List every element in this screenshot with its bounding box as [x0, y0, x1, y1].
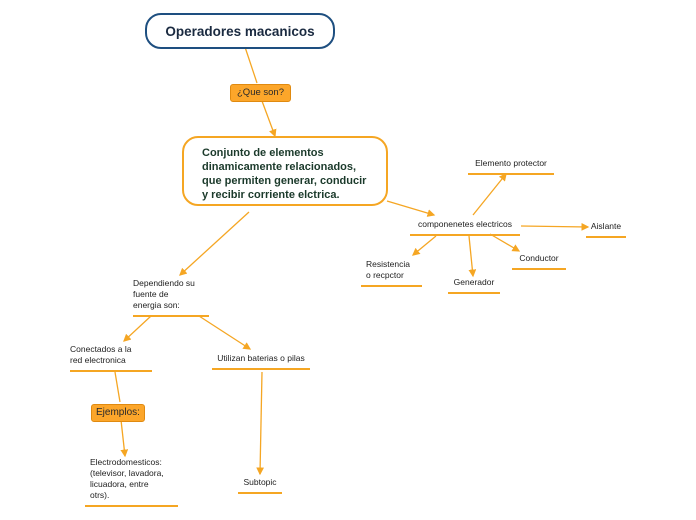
- line-componentes-to-conductor: [489, 233, 521, 252]
- line-quesson-to-main: [261, 100, 277, 138]
- topic-generador[interactable]: Generador: [448, 277, 500, 294]
- main-definition-box[interactable]: Conjunto de elementos dinamicamente rela…: [182, 136, 388, 206]
- line-conectados-to-ejemplos: [114, 371, 121, 403]
- topic-componentes[interactable]: componenetes electricos: [410, 219, 520, 236]
- line-main-to-dependiendo: [179, 211, 250, 276]
- topic-electrodomesticos[interactable]: Electrodomesticos: (televisor, lavadora,…: [85, 457, 178, 507]
- topic-conectados[interactable]: Conectados a la red electronica: [70, 344, 152, 372]
- root-title: Operadores macanicos: [165, 23, 315, 39]
- line-dependiendo-to-baterias: [198, 315, 252, 350]
- topic-resistencia[interactable]: Resistencia o recpctor: [361, 259, 422, 287]
- topic-aislante[interactable]: Aislante: [586, 221, 626, 238]
- topic-conductor[interactable]: Conductor: [512, 253, 566, 270]
- root-topic[interactable]: Operadores macanicos: [145, 13, 335, 49]
- line-root-to-quesson: [244, 46, 258, 84]
- line-componentes-to-aislante: [520, 223, 590, 231]
- line-componentes-to-protector: [472, 172, 507, 216]
- topic-elemento-protector[interactable]: Elemento protector: [468, 158, 554, 175]
- ejemplos-label[interactable]: Ejemplos:: [91, 404, 145, 422]
- line-dependiendo-to-conectados: [123, 315, 152, 342]
- line-baterias-to-subtopic: [256, 371, 265, 476]
- topic-subtopic[interactable]: Subtopic: [238, 477, 282, 494]
- line-main-to-componentes: [386, 200, 436, 217]
- topic-dependiendo[interactable]: Dependiendo su fuente de energia son:: [133, 278, 209, 317]
- line-componentes-to-resistencia: [411, 235, 437, 256]
- line-ejemplos-to-electro: [120, 419, 129, 458]
- que-son-label[interactable]: ¿Que son?: [230, 84, 291, 102]
- topic-baterias[interactable]: Utilizan baterias o pilas: [212, 353, 310, 370]
- line-componentes-to-generador: [468, 235, 477, 278]
